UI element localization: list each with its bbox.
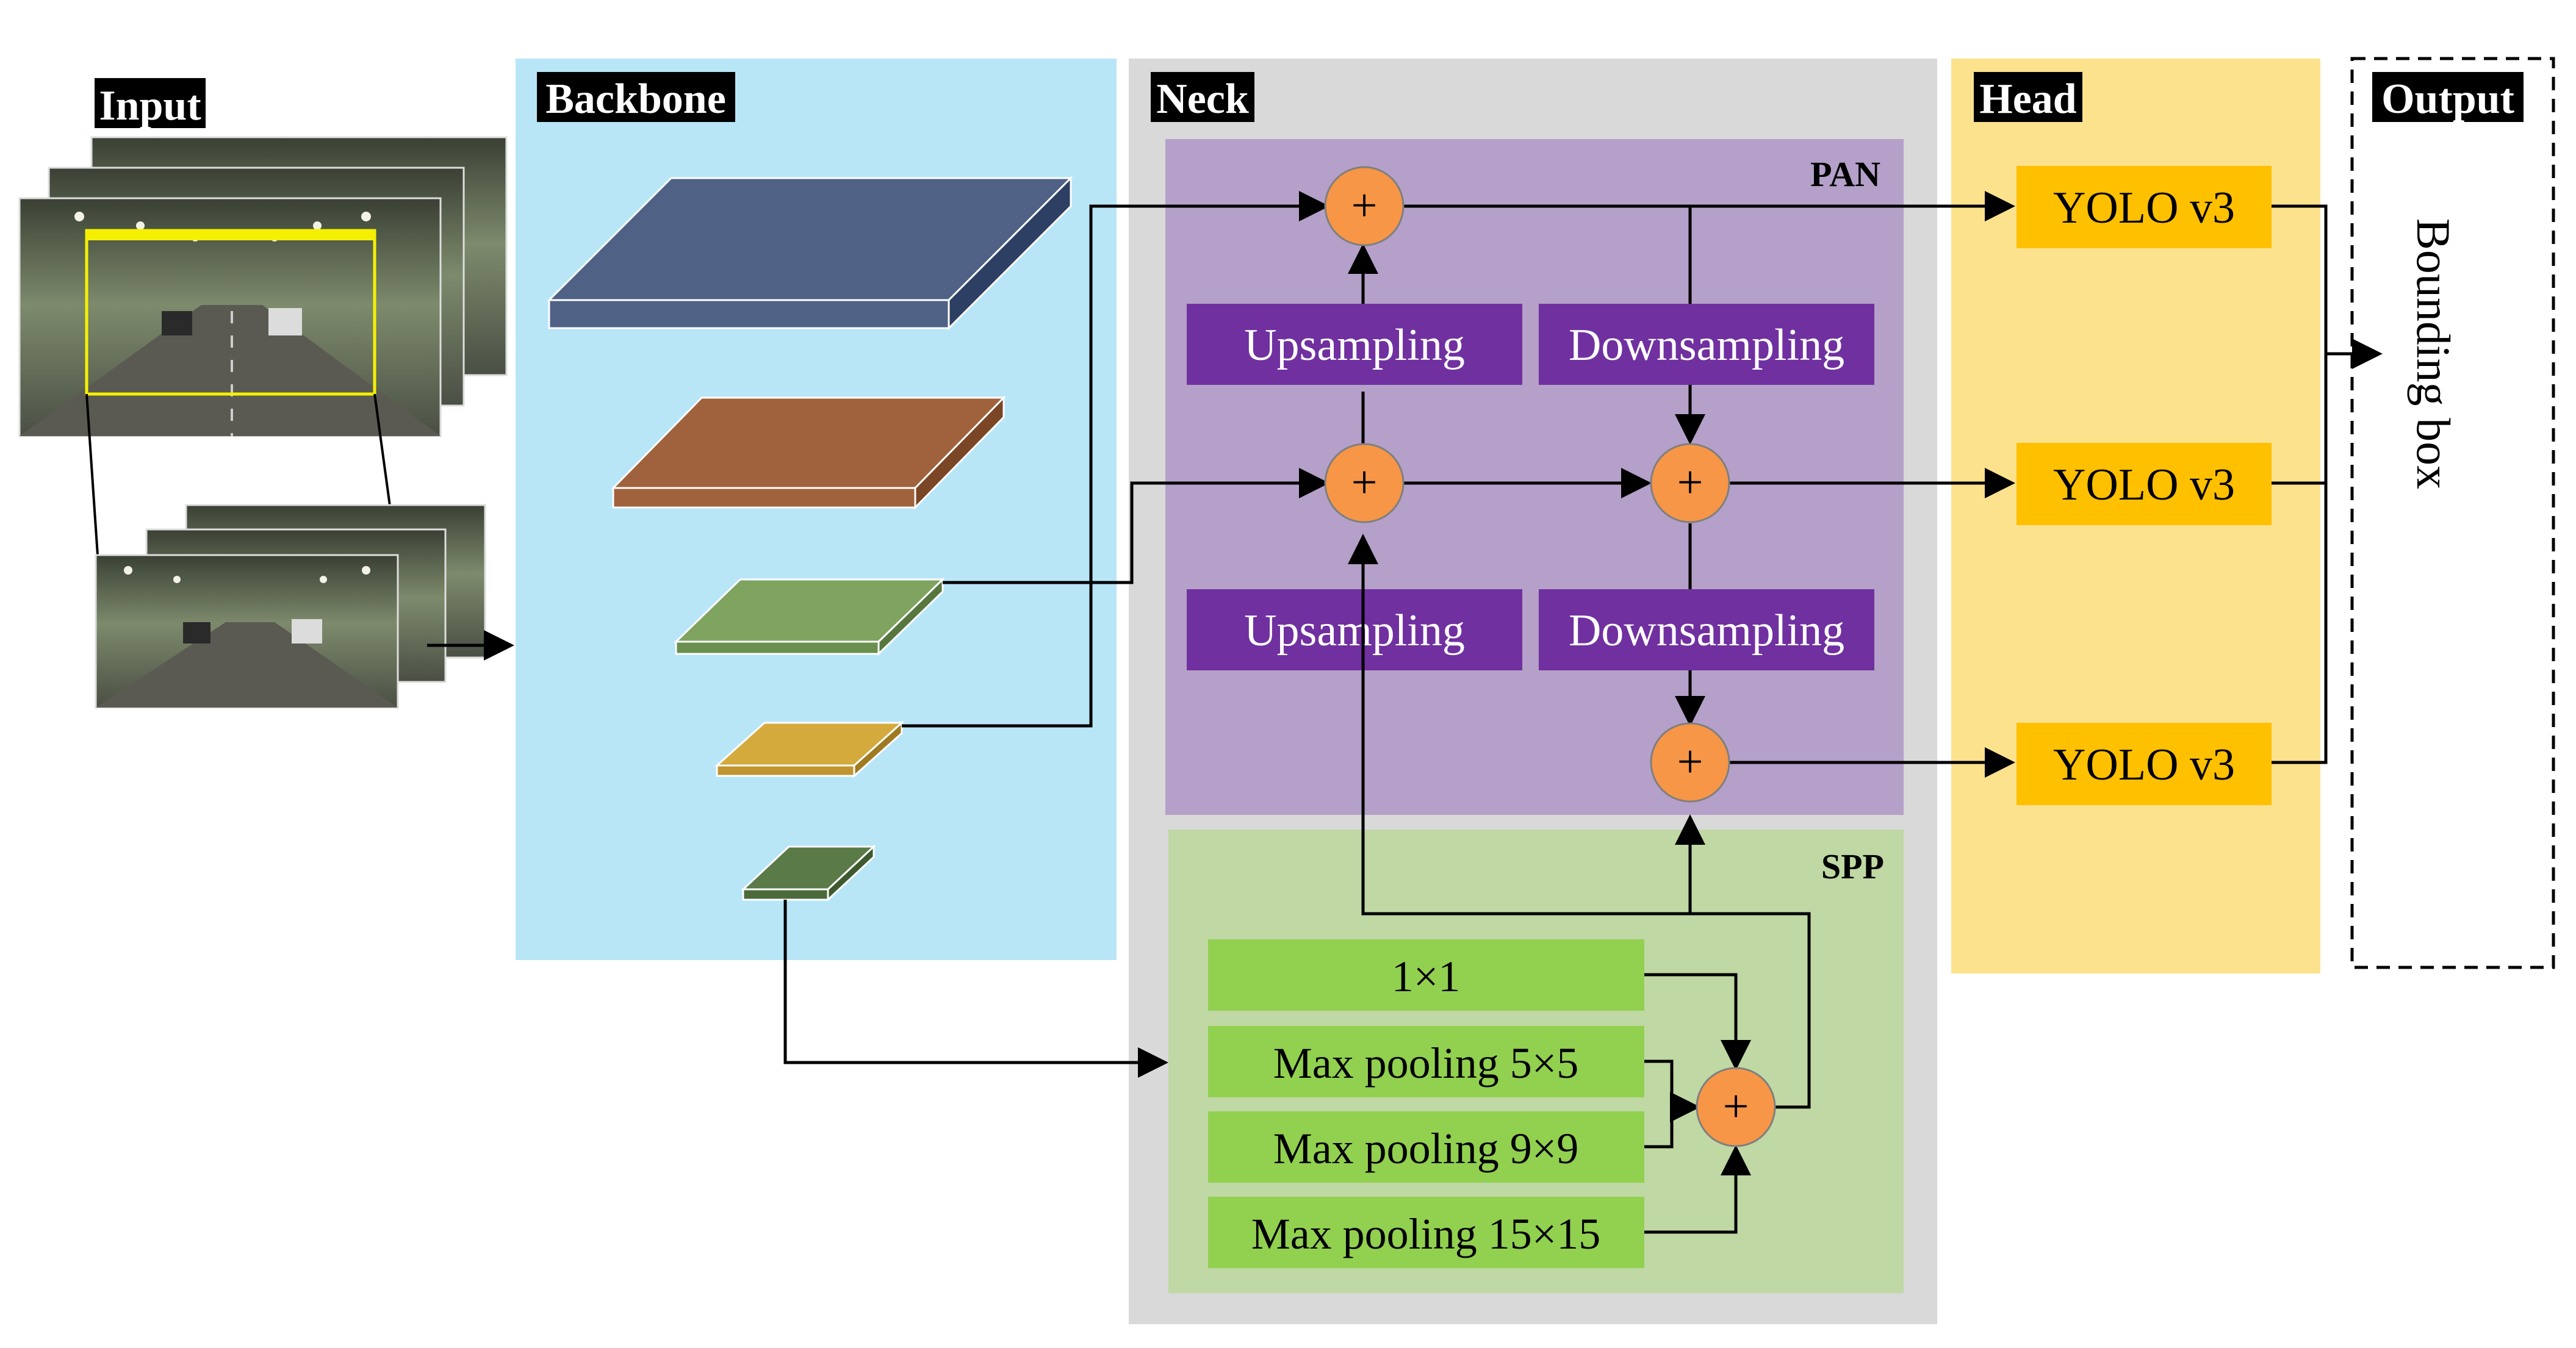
plus-node-mid-right: + — [1650, 443, 1730, 523]
backbone-layer-1 — [547, 176, 1073, 331]
pan-label: PAN — [1810, 154, 1880, 194]
plus-node-top-symbol: + — [1351, 180, 1378, 231]
spp-conv-1x1-label: 1×1 — [1392, 952, 1461, 1001]
plus-node-top: + — [1324, 166, 1405, 246]
neck-title-bg — [1151, 72, 1254, 122]
backbone-title-bg — [537, 72, 735, 122]
upsampling-top-label: Upsampling — [1244, 320, 1465, 370]
downsampling-block-bottom: Downsampling — [1539, 589, 1874, 670]
upsampling-bottom-label: Upsampling — [1244, 606, 1465, 656]
backbone-layer-3 — [674, 577, 945, 656]
spp-conv-1x1: 1×1 — [1208, 939, 1644, 1011]
bounding-box-label: Bounding box — [2407, 218, 2460, 489]
input-frames-cropped — [95, 504, 486, 709]
plus-node-bottom-symbol: + — [1677, 736, 1704, 787]
connections — [783, 191, 2383, 1234]
yolo-block-top: YOLO v3 — [2017, 166, 2272, 248]
output-section: Output Bounding box — [2350, 57, 2555, 969]
plus-nodes: + + + + + — [1324, 166, 1776, 1147]
upsampling-block-bottom: Upsampling — [1187, 589, 1522, 670]
spp-label: SPP — [1821, 847, 1884, 886]
spp-maxpool-5: Max pooling 5×5 — [1208, 1026, 1644, 1097]
backbone-layer-4 — [714, 720, 904, 778]
backbone-layer-2 — [611, 395, 1006, 510]
plus-node-mid-left-symbol: + — [1351, 457, 1378, 508]
downsampling-block-top: Downsampling — [1539, 304, 1874, 385]
yolo-block-mid: YOLO v3 — [2017, 443, 2272, 525]
upsampling-block-top: Upsampling — [1187, 304, 1522, 385]
pan-panel — [1165, 139, 1904, 815]
plus-node-spp-symbol: + — [1723, 1081, 1749, 1132]
head-section: Head YOLO v3 YOLO v3 YOLO v3 — [1951, 59, 2320, 973]
spp-maxpool-9: Max pooling 9×9 — [1208, 1111, 1644, 1183]
input-title: Input — [99, 82, 201, 129]
backbone-layer-5 — [741, 844, 876, 902]
input-section: Input — [18, 78, 514, 709]
neck-title: Neck — [1156, 76, 1249, 123]
spp-maxpool-15: Max pooling 15×15 — [1208, 1197, 1644, 1268]
downsampling-bottom-label: Downsampling — [1569, 606, 1844, 656]
head-title: Head — [1979, 76, 2077, 123]
input-frames-top — [18, 136, 508, 437]
output-title-bg — [2372, 72, 2524, 122]
backbone-section: Backbone — [516, 59, 1117, 960]
backbone-title: Backbone — [545, 76, 726, 123]
yolo-top-label: YOLO v3 — [2053, 183, 2235, 233]
yolo-bottom-label: YOLO v3 — [2053, 740, 2235, 790]
output-panel — [2350, 57, 2555, 969]
downsampling-top-label: Downsampling — [1569, 320, 1844, 370]
plus-node-spp: + — [1696, 1067, 1776, 1147]
spp-maxpool-15-label: Max pooling 15×15 — [1251, 1210, 1601, 1258]
neck-section: Neck PAN SPP Upsampling Downsampling Ups… — [1129, 59, 1937, 1324]
yolo-block-bottom: YOLO v3 — [2017, 723, 2272, 805]
plus-node-bottom: + — [1650, 722, 1730, 803]
spp-maxpool-9-label: Max pooling 9×9 — [1273, 1124, 1579, 1173]
spp-maxpool-5-label: Max pooling 5×5 — [1273, 1039, 1579, 1088]
output-title: Output — [2381, 76, 2514, 123]
plus-node-mid-left: + — [1324, 443, 1405, 523]
head-title-bg — [1974, 72, 2082, 122]
yolo-mid-label: YOLO v3 — [2053, 460, 2235, 510]
input-title-bg — [95, 78, 206, 128]
plus-node-mid-right-symbol: + — [1677, 457, 1704, 508]
